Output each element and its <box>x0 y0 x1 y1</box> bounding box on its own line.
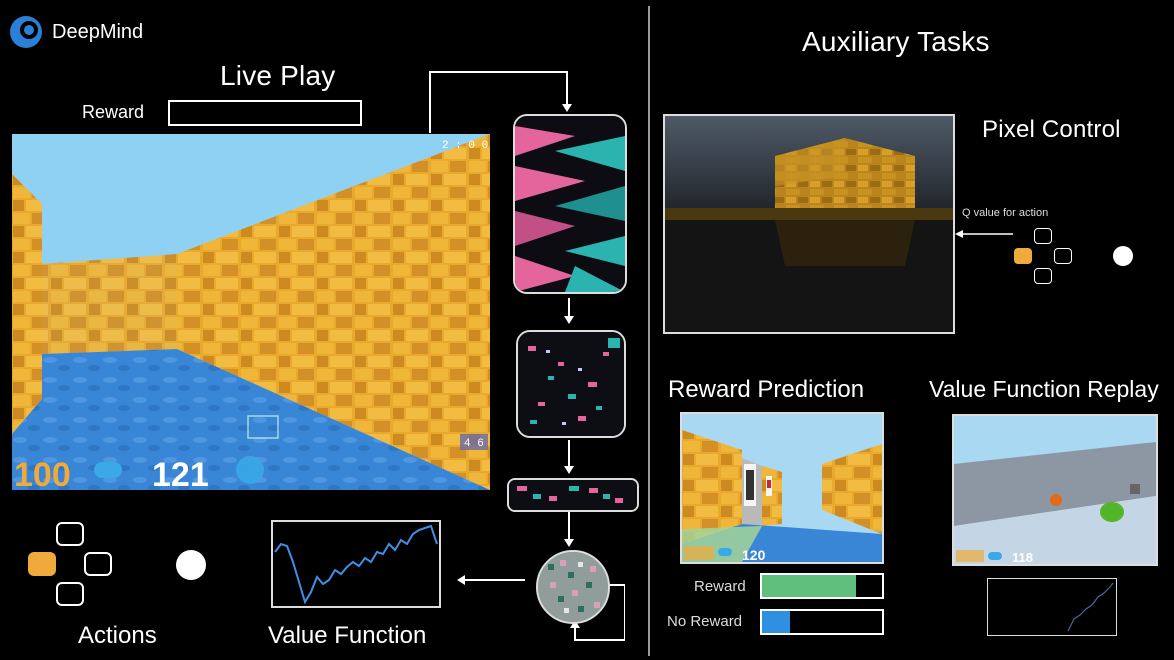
pipeline-arrows <box>429 71 625 641</box>
value-function-label: Value Function <box>268 622 427 649</box>
no-reward-bar-label: No Reward <box>667 613 743 630</box>
hud-timer: 2 : 0 0 <box>442 140 488 152</box>
reward-bar <box>168 100 362 126</box>
rp-hud-ammo: 120 <box>742 547 766 562</box>
game-view: 2 : 0 0 4 6 100 121 <box>12 134 490 490</box>
value-function-plot <box>271 520 441 608</box>
vr-hud-ammo: 118 <box>1012 550 1033 564</box>
hud-ammo: 121 <box>152 456 209 490</box>
action-up <box>56 522 84 546</box>
reward-bar-label: Reward <box>694 578 746 595</box>
reward-label: Reward <box>82 102 145 122</box>
pc-fire-indicator <box>1113 246 1133 266</box>
action-left <box>28 552 56 576</box>
pc-action-right <box>1054 248 1072 264</box>
action-right <box>84 552 112 576</box>
pixel-control-view <box>663 114 955 334</box>
pc-action-down <box>1034 268 1052 284</box>
auxiliary-tasks-title: Auxiliary Tasks <box>802 26 990 57</box>
reward-prediction-title: Reward Prediction <box>668 376 865 403</box>
q-value-arrow <box>955 230 1013 238</box>
deepmind-logo-icon <box>10 16 42 48</box>
vertical-divider <box>648 6 650 656</box>
hud-health: 100 <box>14 456 71 490</box>
pixel-control-pad <box>1014 226 1074 286</box>
reward-prediction-view: 120 <box>680 412 884 564</box>
q-value-label: Q value for action <box>962 207 1049 219</box>
hud-corner: 4 6 <box>464 438 484 450</box>
deepmind-logo: DeepMind <box>8 14 168 50</box>
value-function-replay-title: Value Function Replay <box>929 376 1159 402</box>
value-replay-plot <box>987 578 1117 636</box>
live-play-title: Live Play <box>220 60 336 91</box>
pc-action-up <box>1034 228 1052 244</box>
maze-scene: 2 : 0 0 4 6 100 121 <box>12 134 490 490</box>
no-reward-probability-fill <box>762 611 790 633</box>
policy-node <box>536 550 610 624</box>
actions-label: Actions <box>78 622 157 649</box>
action-down <box>56 582 84 606</box>
actions-pad <box>28 520 118 610</box>
conv-layer-1 <box>513 114 627 294</box>
no-reward-probability-bar <box>760 609 884 635</box>
pixel-control-title: Pixel Control <box>982 116 1121 143</box>
reward-probability-bar <box>760 573 884 599</box>
fire-button-indicator <box>176 550 206 580</box>
conv-layer-2 <box>516 330 626 438</box>
pc-action-left <box>1014 248 1032 264</box>
value-function-line <box>274 524 438 605</box>
value-replay-view: 118 <box>952 414 1158 566</box>
value-replay-line <box>1067 582 1114 632</box>
lstm-layer <box>507 478 639 512</box>
brand-name: DeepMind <box>52 21 144 43</box>
reward-probability-fill <box>762 575 856 597</box>
